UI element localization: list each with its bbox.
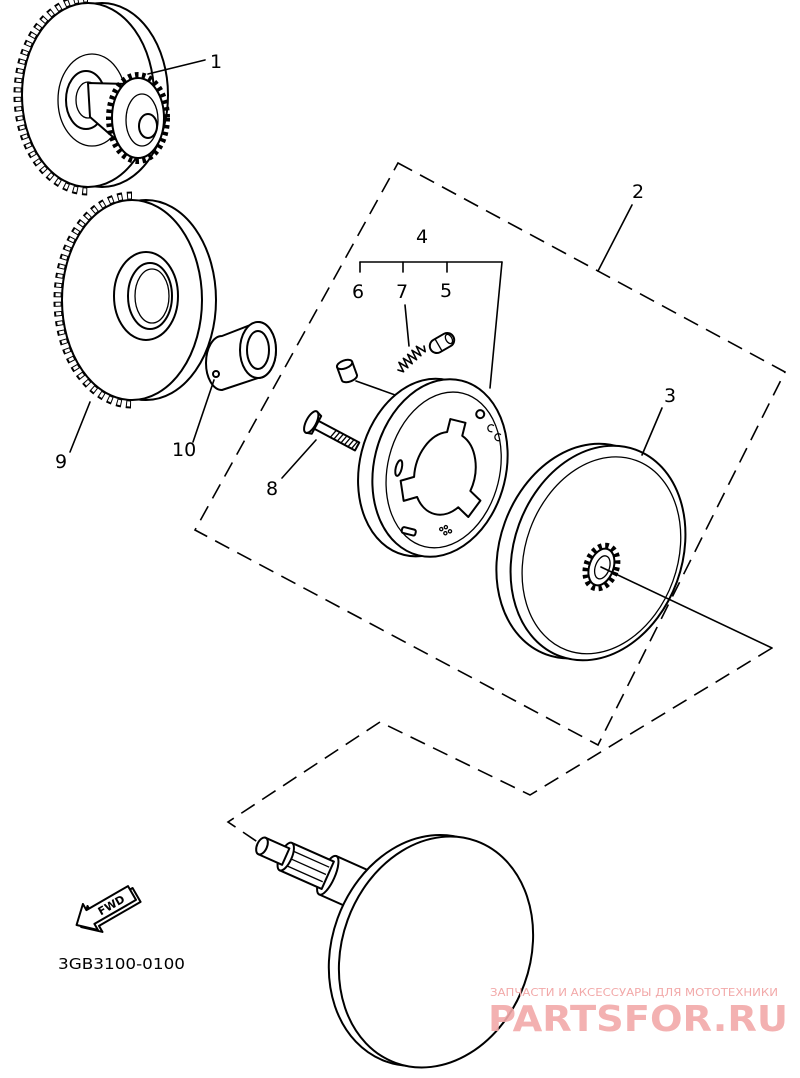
pinion-1-face bbox=[111, 77, 165, 159]
callout-6: 6 bbox=[352, 281, 364, 303]
leader-9 bbox=[69, 401, 91, 453]
clutch-mark bbox=[487, 424, 495, 433]
thread-line bbox=[343, 437, 351, 446]
clutch-mark bbox=[494, 433, 502, 442]
shaft-spline bbox=[285, 864, 323, 883]
pinion-1-inner-ring bbox=[125, 93, 159, 147]
assembly-guide-line-solid bbox=[600, 566, 773, 649]
thread-line bbox=[347, 439, 355, 448]
bushing-bore bbox=[246, 330, 270, 370]
part-4-clutch-body bbox=[357, 377, 509, 558]
part-3-starter-wheel bbox=[495, 442, 687, 662]
roller-end bbox=[335, 358, 354, 371]
leader-3 bbox=[641, 407, 663, 456]
clutch-pin-hole bbox=[443, 524, 449, 530]
leader-1 bbox=[147, 59, 206, 75]
plunger-tip bbox=[444, 333, 454, 345]
callout-10: 10 bbox=[172, 439, 196, 461]
clutch-pin-hole bbox=[447, 529, 453, 534]
watermark-logo: PARTSFOR.RU bbox=[488, 999, 788, 1040]
fwd-arrow-body bbox=[75, 885, 137, 931]
clutch-center-opening bbox=[399, 418, 482, 518]
leader-7 bbox=[404, 304, 410, 347]
diagram-code: 3GB3100-0100 bbox=[58, 955, 185, 973]
shaft-spline bbox=[292, 850, 330, 868]
thread-line bbox=[351, 441, 358, 449]
leader-2 bbox=[597, 204, 633, 272]
callout-2: 2 bbox=[632, 181, 644, 203]
watermark: ЗАПЧАСТИ И АКСЕССУАРЫ ДЛЯ МОТОТЕХНИКИ PA… bbox=[488, 987, 788, 1040]
wheel-3-face-ring bbox=[521, 456, 682, 655]
plunger-body bbox=[428, 332, 456, 354]
gear-1-teeth bbox=[13, 0, 89, 196]
pinion-1-teeth bbox=[106, 72, 170, 164]
leader-10 bbox=[192, 379, 215, 443]
part-6-roller bbox=[335, 358, 358, 384]
thread-line bbox=[329, 429, 337, 438]
bushing-oil-hole bbox=[212, 370, 220, 378]
callout-1: 1 bbox=[210, 51, 222, 73]
bolt-shank bbox=[311, 418, 361, 452]
clutch-pin-hole bbox=[439, 526, 444, 532]
callout-4-bracket bbox=[359, 261, 503, 389]
part-10-bushing bbox=[205, 321, 277, 391]
pinion-1-bore bbox=[138, 113, 158, 139]
part-9-wheel-gear bbox=[53, 191, 217, 409]
fwd-arrow-icon: FWD bbox=[75, 885, 142, 933]
callout-4: 4 bbox=[416, 226, 428, 248]
thread-line bbox=[340, 435, 348, 444]
bolt-thread bbox=[329, 429, 358, 449]
clutch-inner-ring bbox=[385, 391, 502, 549]
part-7-spring bbox=[397, 345, 427, 373]
assembly-2-dashed-boundary bbox=[193, 161, 787, 747]
callout-3: 3 bbox=[664, 385, 676, 407]
clutch-roller-slot bbox=[394, 459, 404, 477]
leader-8 bbox=[281, 439, 317, 479]
callout-8: 8 bbox=[266, 478, 278, 500]
thread-line bbox=[333, 431, 341, 440]
wheel-3-hub-bore bbox=[593, 555, 611, 580]
bracket-4-leader bbox=[489, 261, 503, 389]
callout-9: 9 bbox=[55, 451, 67, 473]
watermark-tagline: ЗАПЧАСТИ И АКСЕССУАРЫ ДЛЯ МОТОТЕХНИКИ bbox=[490, 987, 778, 999]
thread-line bbox=[336, 433, 344, 442]
rotor-front-face bbox=[337, 835, 535, 1069]
gear-9-bore bbox=[134, 268, 170, 324]
clutch-roller-slot bbox=[400, 526, 417, 537]
shaft-tip bbox=[255, 836, 269, 856]
callout-5: 5 bbox=[440, 280, 452, 302]
callout-7: 7 bbox=[396, 281, 408, 303]
plunger-seam bbox=[434, 339, 443, 351]
part-5-plunger bbox=[428, 332, 456, 354]
clutch-pin-hole bbox=[443, 530, 448, 536]
part-8-bolt bbox=[303, 410, 361, 452]
assembly-guide-line bbox=[226, 647, 773, 846]
bolt-head bbox=[303, 410, 320, 434]
rotor-disc bbox=[327, 834, 535, 1069]
clutch-hole bbox=[475, 409, 486, 420]
roller-guide-line bbox=[355, 380, 399, 397]
shaft-spline bbox=[289, 857, 327, 876]
part-1-idle-gear bbox=[13, 0, 170, 196]
